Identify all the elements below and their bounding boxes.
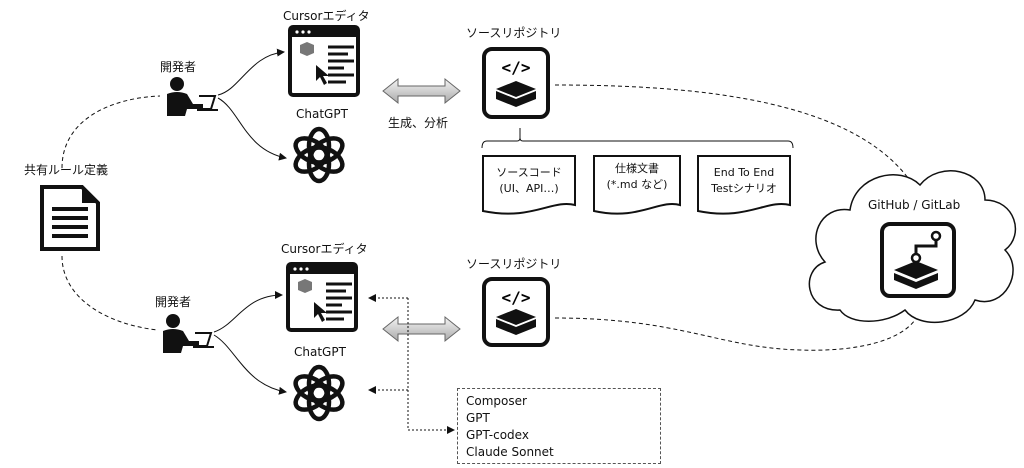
double-arrow-bottom — [382, 315, 461, 343]
svg-text:</>: </> — [502, 288, 531, 307]
developer-icon — [167, 77, 218, 116]
remote-label: GitHub / GitLab — [868, 198, 961, 212]
artifacts-bracket — [481, 128, 794, 149]
double-arrow-top — [382, 77, 461, 105]
artifact-source-code: ソースコード (UI、API…) — [482, 155, 576, 215]
rule-link-top — [61, 95, 161, 169]
editor-label: Cursorエディタ — [281, 242, 368, 256]
chatgpt-logo-icon[interactable] — [290, 364, 348, 422]
developer-label: 開発者 — [160, 60, 197, 74]
cursor-editor-icon[interactable] — [288, 25, 360, 97]
chatgpt-logo-icon[interactable] — [290, 126, 348, 184]
developer-icon — [163, 314, 214, 353]
developer-label: 開発者 — [155, 295, 192, 309]
artifact-subtitle: (*.md など) — [606, 178, 668, 191]
svg-text:</>: </> — [502, 58, 531, 77]
chatgpt-label: ChatGPT — [296, 107, 348, 121]
chatgpt-label: ChatGPT — [294, 345, 346, 359]
shared-rules-label: 共有ルール定義 — [24, 163, 109, 177]
artifact-title: End To End — [713, 166, 775, 179]
cursor-editor-icon[interactable] — [286, 262, 358, 332]
editor-label: Cursorエディタ — [283, 9, 370, 23]
document-icon — [40, 185, 100, 251]
artifact-title: ソースコード — [496, 166, 562, 179]
artifact-subtitle: (UI、API…) — [499, 182, 559, 195]
model-item: Claude Sonnet — [466, 445, 554, 459]
artifact-subtitle: Testシナリオ — [711, 182, 777, 195]
git-remote-icon[interactable] — [880, 222, 956, 298]
generate-analyze-label: 生成、分析 — [388, 116, 449, 130]
model-item: Composer — [466, 394, 527, 408]
source-repo-icon[interactable]: </> — [482, 47, 550, 119]
repo-label: ソースリポジトリ — [466, 26, 562, 40]
rule-link-bottom — [61, 255, 159, 331]
repo-label: ソースリポジトリ — [466, 257, 562, 271]
model-item: GPT-codex — [466, 428, 529, 442]
model-list-box: Composer GPT GPT-codex Claude Sonnet — [457, 388, 661, 464]
model-item: GPT — [466, 411, 490, 425]
artifact-spec-docs: 仕様文書 (*.md など) — [593, 155, 681, 215]
artifact-title: 仕様文書 — [615, 162, 659, 175]
source-repo-icon[interactable]: </> — [482, 277, 550, 347]
